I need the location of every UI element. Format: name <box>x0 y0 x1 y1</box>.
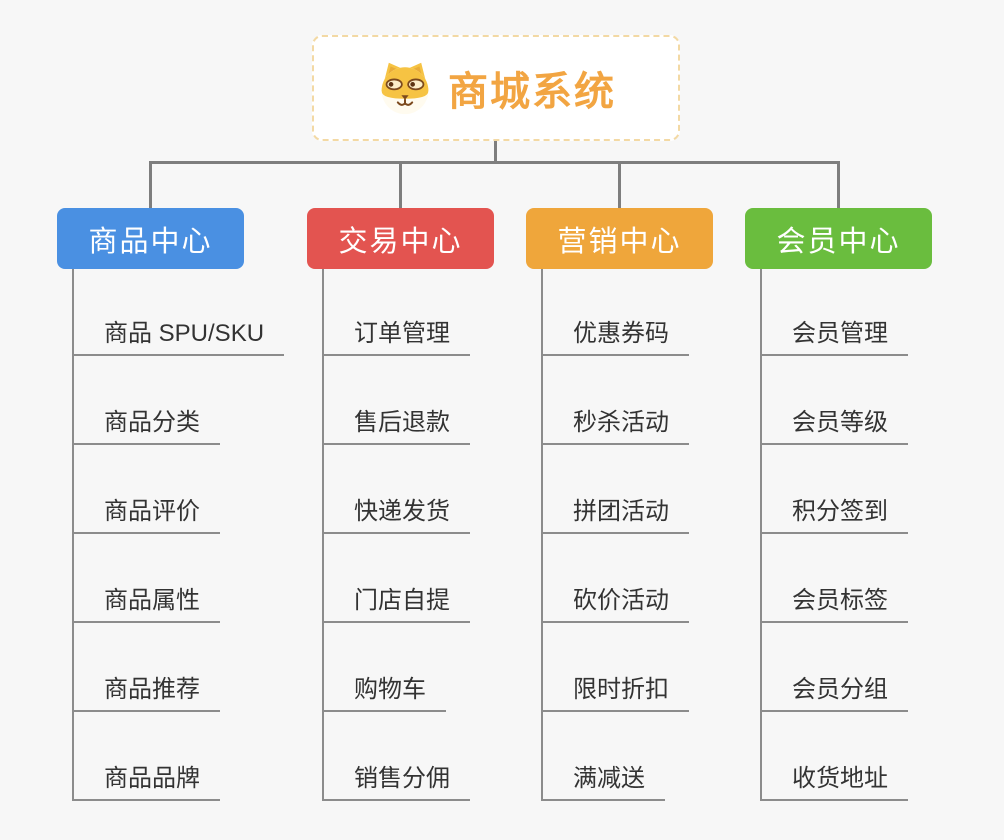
leaf-topic[interactable]: 商品分类 <box>72 406 220 445</box>
leaf-topic[interactable]: 会员等级 <box>760 406 908 445</box>
trunk-trade-center <box>322 269 324 801</box>
trunk-marketing-center <box>541 269 543 801</box>
leaf-topic[interactable]: 拼团活动 <box>541 495 689 534</box>
connector-horizontal-bar <box>149 161 839 164</box>
leaf-topic[interactable]: 会员分组 <box>760 673 908 712</box>
leaf-topic[interactable]: 商品品牌 <box>72 762 220 801</box>
branch-trade-center[interactable]: 交易中心 <box>307 208 494 269</box>
leaf-topic[interactable]: 销售分佣 <box>322 762 470 801</box>
leaf-topic[interactable]: 购物车 <box>322 673 446 712</box>
leaf-topic[interactable]: 商品评价 <box>72 495 220 534</box>
leaf-topic[interactable]: 积分签到 <box>760 495 908 534</box>
leaf-topic[interactable]: 优惠券码 <box>541 317 689 356</box>
branch-product-center[interactable]: 商品中心 <box>57 208 244 269</box>
branch-label: 交易中心 <box>338 225 463 258</box>
branch-label: 商品中心 <box>88 225 213 258</box>
leaf-topic[interactable]: 门店自提 <box>322 584 470 623</box>
leaf-topic[interactable]: 商品 SPU/SKU <box>72 317 285 356</box>
leaf-topic[interactable]: 商品属性 <box>72 584 220 623</box>
branch-member-center[interactable]: 会员中心 <box>745 208 932 269</box>
connector-drop-product <box>149 161 152 208</box>
branch-label: 会员中心 <box>776 225 901 258</box>
leaf-topic[interactable]: 收货地址 <box>760 762 908 801</box>
leaf-topic[interactable]: 限时折扣 <box>541 673 689 712</box>
connector-drop-marketing <box>618 161 621 208</box>
leaf-topic[interactable]: 订单管理 <box>322 317 470 356</box>
leaf-topic[interactable]: 砍价活动 <box>541 584 689 623</box>
dog-face-icon <box>376 61 434 115</box>
trunk-product-center <box>72 269 74 801</box>
connector-root-stem <box>494 141 497 161</box>
leaf-topic[interactable]: 商品推荐 <box>72 673 220 712</box>
leaf-topic[interactable]: 满减送 <box>541 762 665 801</box>
trunk-member-center <box>760 269 762 801</box>
root-topic-label: 商城系统 <box>448 70 616 114</box>
leaf-topic[interactable]: 快递发货 <box>322 495 470 534</box>
leaf-topic[interactable]: 秒杀活动 <box>541 406 689 445</box>
leaf-topic[interactable]: 会员标签 <box>760 584 908 623</box>
leaf-topic[interactable]: 会员管理 <box>760 317 908 356</box>
connector-drop-member <box>837 161 840 208</box>
branch-marketing-center[interactable]: 营销中心 <box>526 208 713 269</box>
root-topic[interactable]: 商城系统 <box>312 35 680 141</box>
leaf-topic[interactable]: 售后退款 <box>322 406 470 445</box>
branch-label: 营销中心 <box>557 225 682 258</box>
connector-drop-trade <box>399 161 402 208</box>
